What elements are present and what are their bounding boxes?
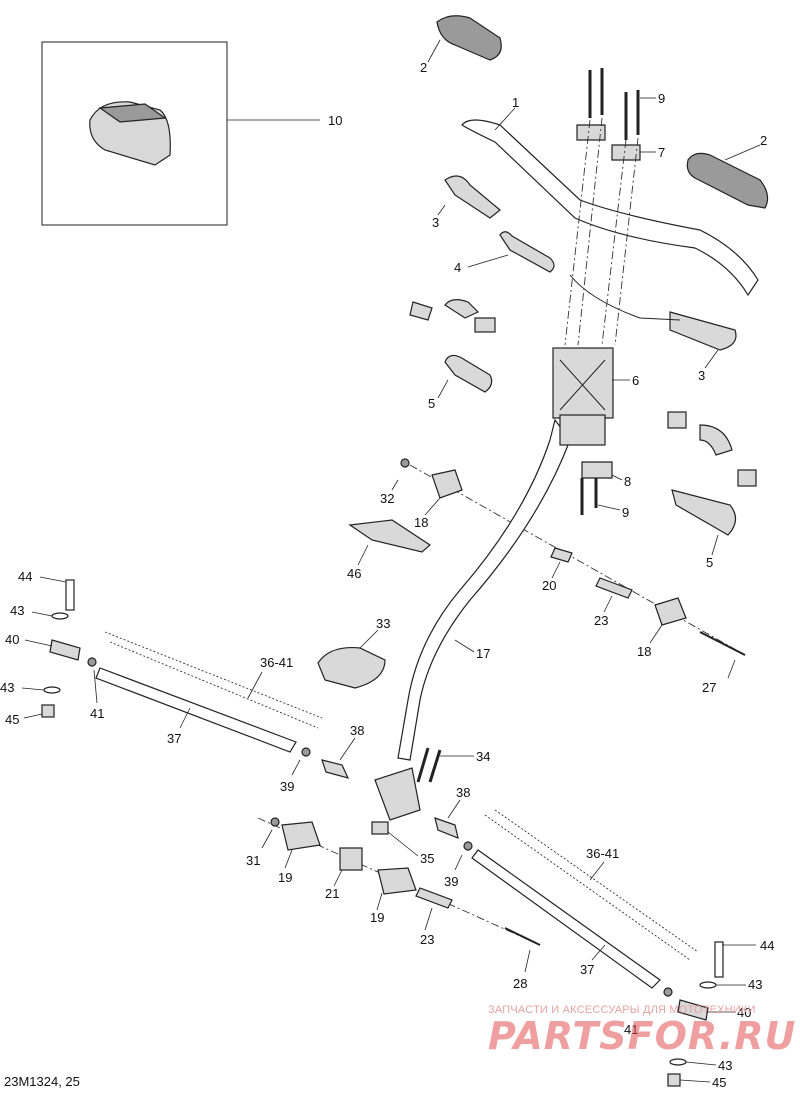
callout-41: 41: [624, 1022, 638, 1037]
watermark: ЗАПЧАСТИ И АКСЕССУАРЫ ДЛЯ МОТОТЕХНИКИ PA…: [488, 1004, 797, 1058]
callout-44: 44: [18, 569, 32, 584]
pivot-part-18: [424, 469, 687, 644]
reference-code: 23M1324, 25: [4, 1074, 80, 1089]
callout-37: 37: [580, 962, 594, 977]
callout-3: 3: [698, 368, 705, 383]
callout-7: 7: [658, 145, 665, 160]
ball-joint-part-38: [87, 657, 473, 871]
callout-5: 5: [428, 396, 435, 411]
callout-35: 35: [420, 851, 434, 866]
callout-18: 18: [637, 644, 651, 659]
callout-40: 40: [737, 1005, 751, 1020]
callout-43: 43: [10, 603, 24, 618]
callout-6: 6: [632, 373, 639, 388]
callout-36-41: 36-41: [586, 846, 619, 861]
tie-rod-part-37-upper: [95, 631, 323, 753]
callout-39: 39: [280, 779, 294, 794]
callout-2: 2: [420, 60, 427, 75]
clamp-part-8: [581, 461, 623, 481]
grip-part-2-left: [427, 15, 502, 63]
hand-warmer-part-3: [437, 175, 737, 369]
handlebar-part-1: [461, 107, 759, 297]
riser-block-part-6: [552, 347, 630, 419]
bushing-part-5: [409, 299, 757, 556]
callout-20: 20: [542, 578, 556, 593]
bracket-part-46: [348, 519, 431, 566]
callout-5: 5: [706, 555, 713, 570]
callout-40: 40: [5, 632, 19, 647]
callout-1: 1: [512, 95, 519, 110]
callout-45: 45: [5, 712, 19, 727]
pad-part-33: [317, 629, 386, 689]
callout-38: 38: [350, 723, 364, 738]
callout-21: 21: [325, 886, 339, 901]
callout-9: 9: [622, 505, 629, 520]
callout-9: 9: [658, 91, 665, 106]
callout-18: 18: [414, 515, 428, 530]
watermark-logo: PARTSFOR.RU: [488, 1014, 797, 1058]
callout-19: 19: [278, 870, 292, 885]
callout-10: 10: [328, 113, 342, 128]
callout-17: 17: [476, 646, 490, 661]
callout-numbers: 1 2 2 3 3 4 5 5 6 7 8 9 9 10 17 18 18 19…: [0, 60, 774, 1090]
steering-column-part-17: [374, 414, 606, 821]
callout-3: 3: [432, 215, 439, 230]
callout-38: 38: [456, 785, 470, 800]
clamp-part-7: [576, 124, 656, 161]
callout-23: 23: [594, 613, 608, 628]
watermark-caption: ЗАПЧАСТИ И АКСЕССУАРЫ ДЛЯ МОТОТЕХНИКИ: [488, 1004, 756, 1016]
callout-33: 33: [376, 616, 390, 631]
callout-43: 43: [0, 680, 14, 695]
callout-43: 43: [748, 977, 762, 992]
callout-46: 46: [347, 566, 361, 581]
callout-2: 2: [760, 133, 767, 148]
callout-32: 32: [380, 491, 394, 506]
callout-37: 37: [167, 731, 181, 746]
cable-part-4: [467, 231, 681, 321]
callout-8: 8: [624, 474, 631, 489]
callout-28: 28: [513, 976, 527, 991]
callout-36-41: 36-41: [260, 655, 293, 670]
bolt-part-9: [580, 68, 656, 515]
tie-rod-part-37-lower: [471, 809, 699, 989]
callout-39: 39: [444, 874, 458, 889]
callout-43: 43: [718, 1058, 732, 1073]
callout-19: 19: [370, 910, 384, 925]
left-end-hardware: [21, 576, 81, 719]
callout-45: 45: [712, 1075, 726, 1090]
callout-31: 31: [246, 853, 260, 868]
inset-box-item-10: [41, 41, 320, 226]
lower-column-hardware: [261, 747, 541, 973]
callout-34: 34: [476, 749, 490, 764]
callout-27: 27: [702, 680, 716, 695]
callout-23: 23: [420, 932, 434, 947]
callout-4: 4: [454, 260, 461, 275]
callout-41: 41: [90, 706, 104, 721]
callout-44: 44: [760, 938, 774, 953]
hardware-small-parts: [391, 458, 746, 679]
right-end-hardware: [663, 941, 756, 1087]
grip-part-2-right: [686, 144, 769, 209]
